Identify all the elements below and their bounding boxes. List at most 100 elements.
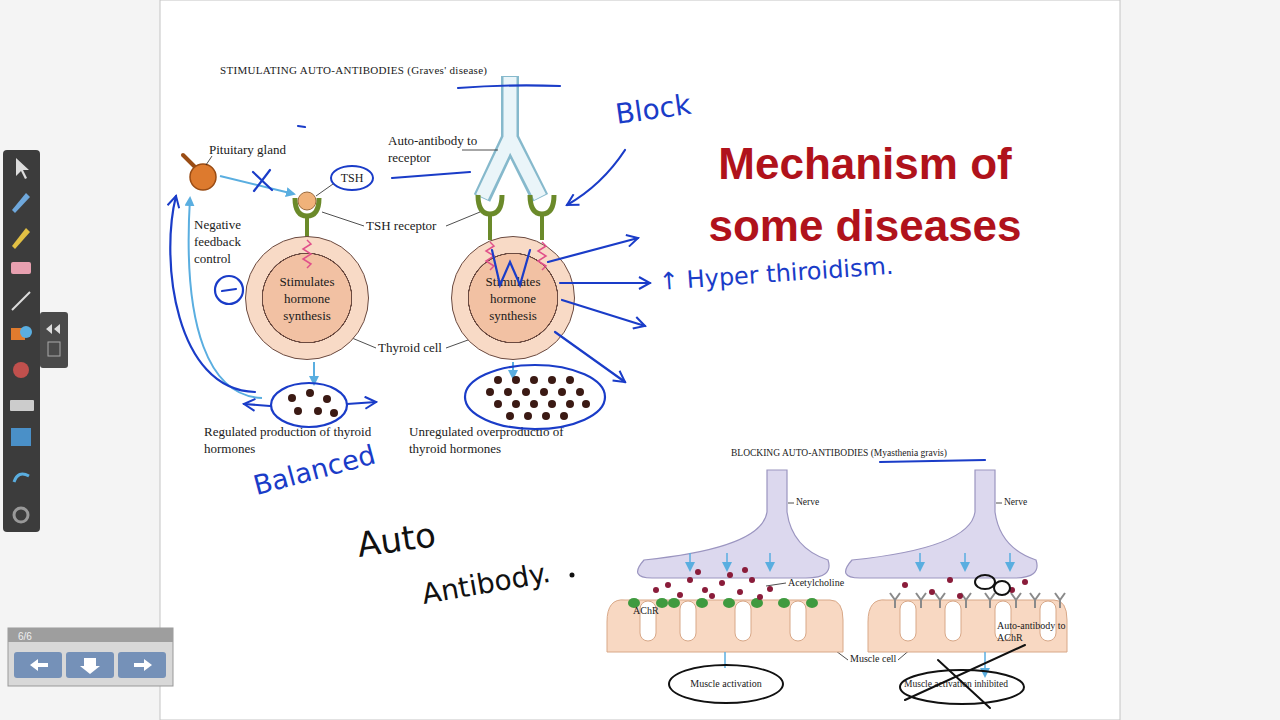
blocking-antibody [1055, 593, 1065, 608]
hormone-dot [314, 407, 322, 415]
hormone-dot [576, 388, 584, 396]
acetylcholine-dot [749, 577, 755, 583]
hormone-dot [504, 388, 512, 396]
hand-annotation [975, 575, 995, 589]
muscle-cell [607, 600, 843, 652]
page-navigator [8, 628, 173, 686]
achr-receptor [723, 598, 735, 608]
hormone-dot [294, 407, 302, 415]
hand-annotation [571, 574, 1026, 709]
part-label: Acetylcholine [788, 577, 844, 588]
auto-antibody [482, 76, 540, 198]
release-arrow [690, 553, 1010, 676]
hand-annotation [222, 289, 236, 291]
auto-antibody [530, 195, 554, 214]
hand-annotation [548, 238, 638, 262]
part-label: Muscle activation inhibited [904, 679, 1008, 689]
acetylcholine-dot [687, 577, 693, 583]
acetylcholine-dot [757, 594, 763, 600]
blocking-antibody [1011, 593, 1021, 608]
page-navigator [134, 659, 152, 671]
node-text: TSH [341, 170, 364, 186]
node-text: Stimulates hormone synthesis [271, 273, 343, 324]
hormone-dot [486, 388, 494, 396]
hand-annotation [170, 85, 985, 462]
acetylcholine-dot [695, 569, 701, 575]
achr-receptor [668, 598, 680, 608]
thyroid-cell: Stimulates hormone synthesis [245, 236, 369, 360]
signal-squiggle [303, 240, 546, 270]
release-arrow [769, 553, 771, 570]
toolbar [11, 428, 31, 446]
hand-annotation [271, 383, 347, 427]
hormone-dot [288, 376, 590, 420]
acetylcholine-dot [957, 593, 963, 599]
hormone-dot [494, 376, 502, 384]
hand-annotation [298, 126, 305, 127]
blocking-antibody [1030, 593, 1040, 608]
slide-title: Mechanism of some diseases [690, 133, 1040, 257]
release-arrow [919, 553, 921, 570]
hand-annotation [562, 300, 645, 326]
part-label: Pituitary gland [209, 142, 286, 158]
acetylcholine-dot [1022, 579, 1028, 585]
hand-annotation [994, 581, 1010, 595]
leader-line [322, 212, 364, 226]
muscle-cell [680, 601, 696, 641]
release-arrow [964, 553, 966, 570]
auto-antibody [482, 77, 540, 197]
hormone-dot [323, 395, 331, 403]
toolbar [20, 326, 32, 338]
signal-squiggle [538, 242, 546, 270]
toolbar [10, 400, 34, 411]
page-navigator [66, 652, 114, 678]
page-navigator [14, 652, 62, 678]
part-label: Unregulated overproductio of thyroid hor… [409, 423, 577, 457]
acetylcholine-dot [947, 577, 953, 583]
acetylcholine-dot [727, 572, 733, 578]
blocking-antibody [916, 593, 926, 608]
toolbar [46, 324, 60, 334]
hand-annotation [560, 282, 650, 284]
toolbar [3, 150, 68, 532]
page-navigator [118, 652, 166, 678]
acetylcholine-dot [767, 586, 773, 592]
hand-annotation [571, 574, 574, 577]
part-label: AChR [633, 605, 659, 616]
leader-line [766, 583, 786, 586]
hormone-dot [288, 394, 296, 402]
pituitary-gland [183, 155, 216, 190]
acetylcholine-dot [653, 587, 659, 593]
muscle-cell [900, 601, 916, 641]
muscle-cell [735, 601, 751, 641]
hormone-dot [548, 400, 556, 408]
nerve-terminal [638, 470, 1037, 578]
hand-annotation [392, 172, 470, 178]
hormone-dot [522, 388, 530, 396]
hormone-dot [530, 400, 538, 408]
muscle-cell [790, 601, 806, 641]
acetylcholine-dot [742, 567, 748, 573]
leader-line [462, 150, 498, 151]
blocking-antibody [890, 593, 1065, 608]
page-navigator [30, 659, 48, 671]
pituitary-gland [183, 155, 195, 167]
handwritten-note: ↑ Hyper thiroidism. [658, 252, 894, 296]
page-navigator [8, 628, 173, 686]
hormone-dot [512, 400, 520, 408]
hand-annotation [244, 404, 270, 406]
hormone-dot [540, 388, 548, 396]
hormone-dot [506, 412, 514, 420]
section-heading: BLOCKING AUTO-ANTIBODIES (Myasthenia gra… [731, 448, 947, 458]
hormone-dot [330, 409, 338, 417]
toolbar [14, 474, 29, 482]
acetylcholine-dot [665, 582, 671, 588]
slide-background [160, 0, 1120, 720]
hormone-dot [494, 400, 502, 408]
node-text: Muscle activation [690, 677, 761, 691]
thyroid-cell: Stimulates hormone synthesis [451, 236, 575, 360]
tsh-pathway [298, 192, 316, 210]
part-label: Auto-antibody to receptor [388, 132, 488, 166]
